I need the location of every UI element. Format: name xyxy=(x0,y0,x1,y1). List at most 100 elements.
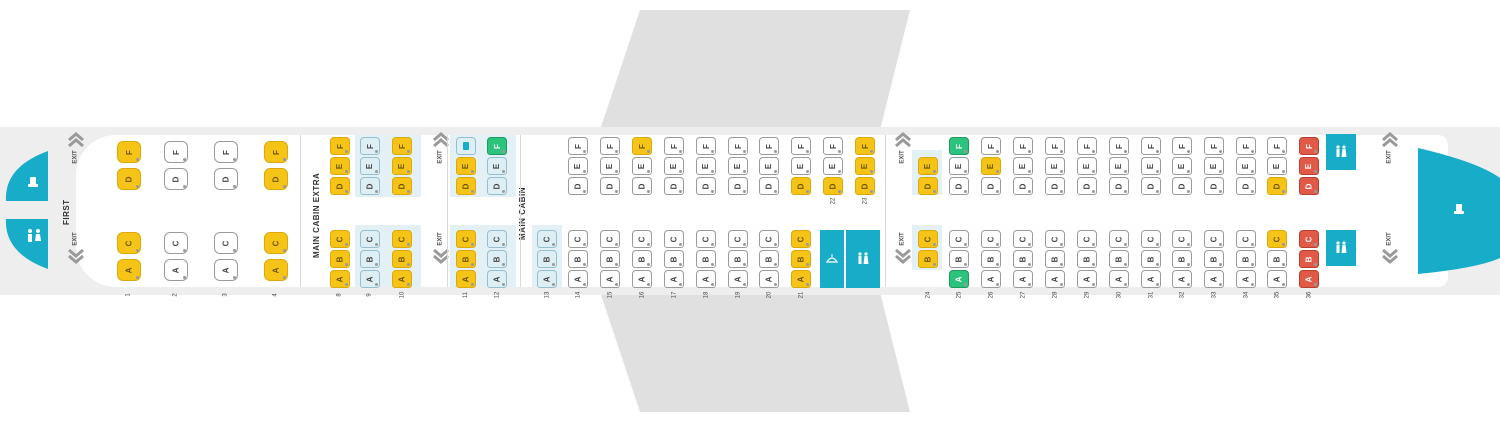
seat-35A[interactable]: A xyxy=(1267,270,1287,288)
seat-10C[interactable]: C xyxy=(392,230,412,248)
seat-23E[interactable]: E xyxy=(855,157,875,175)
seat-14D[interactable]: D xyxy=(568,177,588,195)
seat-22E[interactable]: E xyxy=(823,157,843,175)
seat-23D[interactable]: D xyxy=(855,177,875,195)
seat-27B[interactable]: B xyxy=(1013,250,1033,268)
seat-3F[interactable]: F xyxy=(214,141,238,163)
seat-17F[interactable]: F xyxy=(664,137,684,155)
seat-20A[interactable]: A xyxy=(759,270,779,288)
seat-4F[interactable]: F xyxy=(264,141,288,163)
seat-21D[interactable]: D xyxy=(791,177,811,195)
seat-19D[interactable]: D xyxy=(728,177,748,195)
seat-9D[interactable]: D xyxy=(360,177,380,195)
seat-35B[interactable]: B xyxy=(1267,250,1287,268)
seat-28F[interactable]: F xyxy=(1045,137,1065,155)
seat-10D[interactable]: D xyxy=(392,177,412,195)
seat-28D[interactable]: D xyxy=(1045,177,1065,195)
seat-10A[interactable]: A xyxy=(392,270,412,288)
seat-9C[interactable]: C xyxy=(360,230,380,248)
seat-28C[interactable]: C xyxy=(1045,230,1065,248)
seat-11C[interactable]: C xyxy=(456,230,476,248)
seat-30F[interactable]: F xyxy=(1109,137,1129,155)
seat-3D[interactable]: D xyxy=(214,168,238,190)
seat-29D[interactable]: D xyxy=(1077,177,1097,195)
seat-19C[interactable]: C xyxy=(728,230,748,248)
seat-1A[interactable]: A xyxy=(117,259,141,281)
seat-28E[interactable]: E xyxy=(1045,157,1065,175)
seat-11E[interactable]: E xyxy=(456,157,476,175)
seat-10F[interactable]: F xyxy=(392,137,412,155)
seat-12A[interactable]: A xyxy=(487,270,507,288)
seat-8E[interactable]: E xyxy=(330,157,350,175)
seat-24C[interactable]: C xyxy=(918,230,938,248)
seat-15D[interactable]: D xyxy=(600,177,620,195)
seat-15E[interactable]: E xyxy=(600,157,620,175)
seat-18D[interactable]: D xyxy=(696,177,716,195)
seat-30E[interactable]: E xyxy=(1109,157,1129,175)
seat-34D[interactable]: D xyxy=(1236,177,1256,195)
seat-9A[interactable]: A xyxy=(360,270,380,288)
seat-16B[interactable]: B xyxy=(632,250,652,268)
seat-22D[interactable]: D xyxy=(823,177,843,195)
seat-17C[interactable]: C xyxy=(664,230,684,248)
seat-2A[interactable]: A xyxy=(164,259,188,281)
seat-2F[interactable]: F xyxy=(164,141,188,163)
seat-19E[interactable]: E xyxy=(728,157,748,175)
seat-34B[interactable]: B xyxy=(1236,250,1256,268)
seat-34A[interactable]: A xyxy=(1236,270,1256,288)
seat-29A[interactable]: A xyxy=(1077,270,1097,288)
seat-14B[interactable]: B xyxy=(568,250,588,268)
seat-12E[interactable]: E xyxy=(487,157,507,175)
seat-13A[interactable]: A xyxy=(537,270,557,288)
seat-26C[interactable]: C xyxy=(981,230,1001,248)
seat-34C[interactable]: C xyxy=(1236,230,1256,248)
seat-12C[interactable]: C xyxy=(487,230,507,248)
seat-33B[interactable]: B xyxy=(1204,250,1224,268)
seat-4A[interactable]: A xyxy=(264,259,288,281)
seat-36E[interactable]: E xyxy=(1299,157,1319,175)
seat-15F[interactable]: F xyxy=(600,137,620,155)
seat-32C[interactable]: C xyxy=(1172,230,1192,248)
seat-8C[interactable]: C xyxy=(330,230,350,248)
seat-30B[interactable]: B xyxy=(1109,250,1129,268)
seat-16A[interactable]: A xyxy=(632,270,652,288)
seat-9F[interactable]: F xyxy=(360,137,380,155)
seat-13C[interactable]: C xyxy=(537,230,557,248)
seat-24B[interactable]: B xyxy=(918,250,938,268)
seat-36D[interactable]: D xyxy=(1299,177,1319,195)
seat-33E[interactable]: E xyxy=(1204,157,1224,175)
seat-30A[interactable]: A xyxy=(1109,270,1129,288)
seat-19B[interactable]: B xyxy=(728,250,748,268)
seat-32D[interactable]: D xyxy=(1172,177,1192,195)
seat-21C[interactable]: C xyxy=(791,230,811,248)
seat-11A[interactable]: A xyxy=(456,270,476,288)
seat-18F[interactable]: F xyxy=(696,137,716,155)
seat-29E[interactable]: E xyxy=(1077,157,1097,175)
seat-18A[interactable]: A xyxy=(696,270,716,288)
seat-26E[interactable]: E xyxy=(981,157,1001,175)
seat-10E[interactable]: E xyxy=(392,157,412,175)
seat-11D[interactable]: D xyxy=(456,177,476,195)
seat-32F[interactable]: F xyxy=(1172,137,1192,155)
seat-4C[interactable]: C xyxy=(264,232,288,254)
seat-8D[interactable]: D xyxy=(330,177,350,195)
seat-14A[interactable]: A xyxy=(568,270,588,288)
seat-20E[interactable]: E xyxy=(759,157,779,175)
seat-25A[interactable]: A xyxy=(949,270,969,288)
seat-11F-accessibility-icon[interactable] xyxy=(456,137,476,155)
seat-24E[interactable]: E xyxy=(918,157,938,175)
seat-35E[interactable]: E xyxy=(1267,157,1287,175)
seat-13B[interactable]: B xyxy=(537,250,557,268)
seat-23F[interactable]: F xyxy=(855,137,875,155)
seat-20D[interactable]: D xyxy=(759,177,779,195)
seat-29F[interactable]: F xyxy=(1077,137,1097,155)
seat-26A[interactable]: A xyxy=(981,270,1001,288)
seat-15C[interactable]: C xyxy=(600,230,620,248)
seat-2D[interactable]: D xyxy=(164,168,188,190)
seat-8A[interactable]: A xyxy=(330,270,350,288)
seat-30D[interactable]: D xyxy=(1109,177,1129,195)
seat-36C[interactable]: C xyxy=(1299,230,1319,248)
seat-33F[interactable]: F xyxy=(1204,137,1224,155)
seat-27E[interactable]: E xyxy=(1013,157,1033,175)
seat-12B[interactable]: B xyxy=(487,250,507,268)
